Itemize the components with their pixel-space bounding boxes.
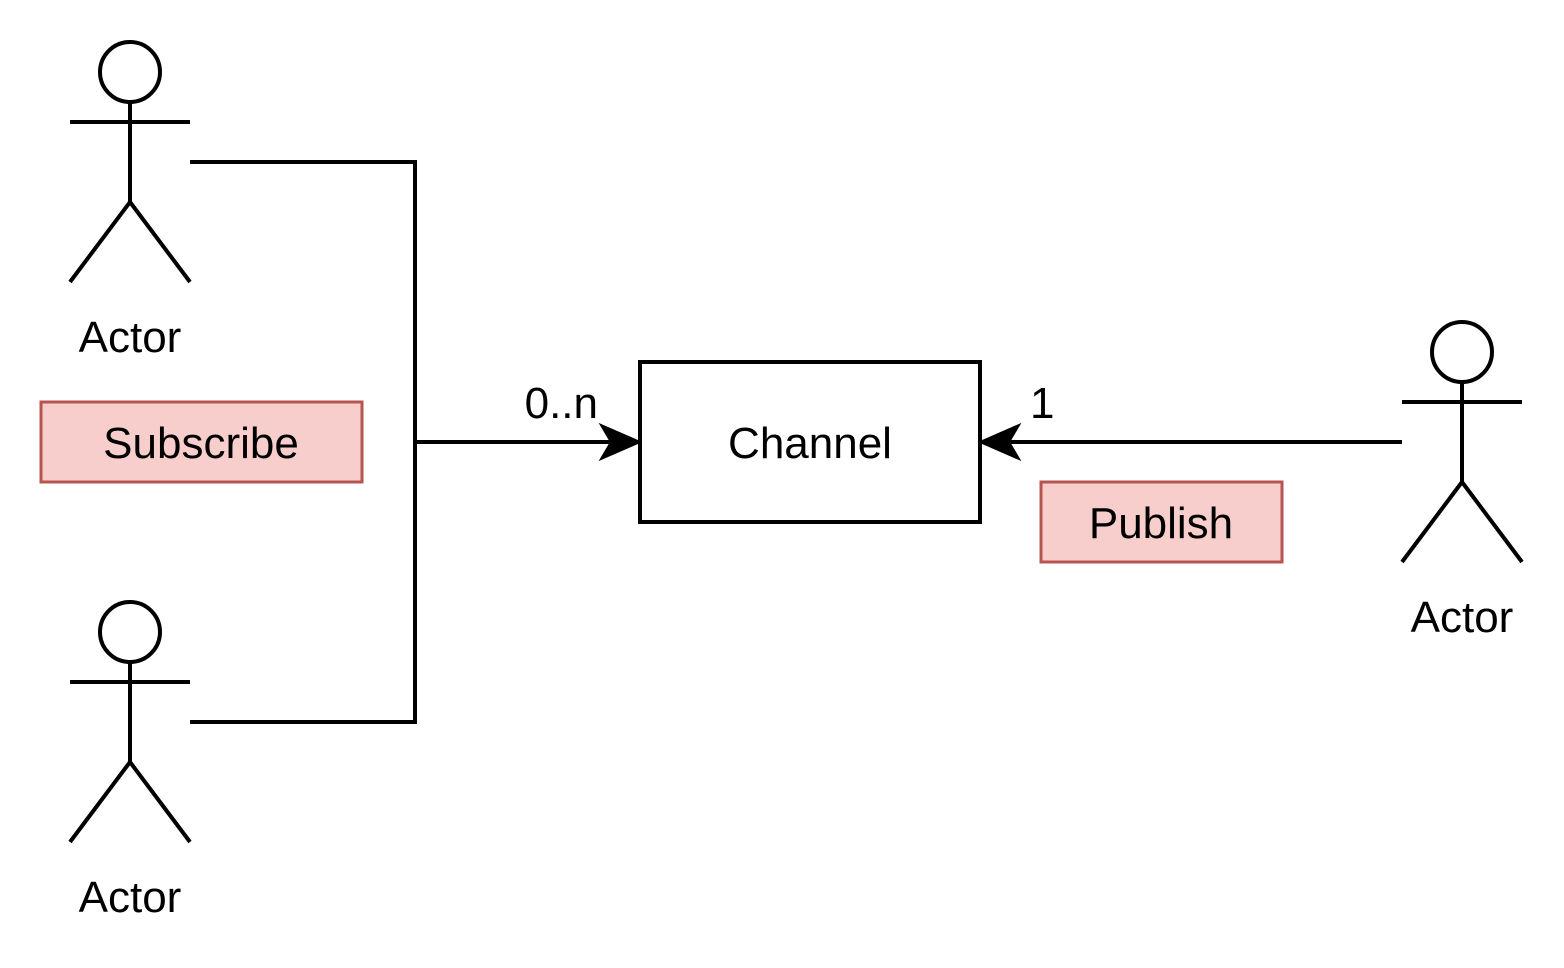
actor-left-leg — [1400, 480, 1464, 564]
actor-right-leg — [1460, 480, 1524, 564]
actor-head — [98, 40, 162, 104]
actor-right-leg — [128, 760, 192, 844]
actor-head — [1430, 320, 1494, 384]
actor-bottom-left-label: Actor — [79, 873, 182, 922]
actor-left-leg — [68, 760, 132, 844]
actor-right[interactable] — [1400, 320, 1524, 564]
actor-left-leg — [68, 200, 132, 284]
actor-bottom-left[interactable] — [68, 600, 192, 844]
actor-top-left[interactable] — [68, 40, 192, 284]
publish-tag[interactable] — [1039, 480, 1284, 564]
actor-top-left-label: Actor — [79, 313, 182, 362]
subscribe-tag[interactable] — [39, 400, 364, 484]
subscribers-multiplicity-label: 0..n — [525, 379, 598, 428]
publisher-multiplicity-label: 1 — [1030, 379, 1054, 428]
subscribe-connector-bottom[interactable] — [190, 442, 417, 724]
publish-tag-label: Publish — [1089, 499, 1233, 548]
subscribe-arrowhead — [598, 422, 643, 462]
actor-right-label: Actor — [1411, 593, 1514, 642]
actor-head — [98, 600, 162, 664]
publish-arrowhead — [977, 422, 1022, 462]
subscribe-tag-label: Subscribe — [103, 419, 299, 468]
channel-label: Channel — [728, 419, 892, 468]
subscribe-connector-top[interactable] — [190, 160, 417, 442]
actor-right-leg — [128, 200, 192, 284]
